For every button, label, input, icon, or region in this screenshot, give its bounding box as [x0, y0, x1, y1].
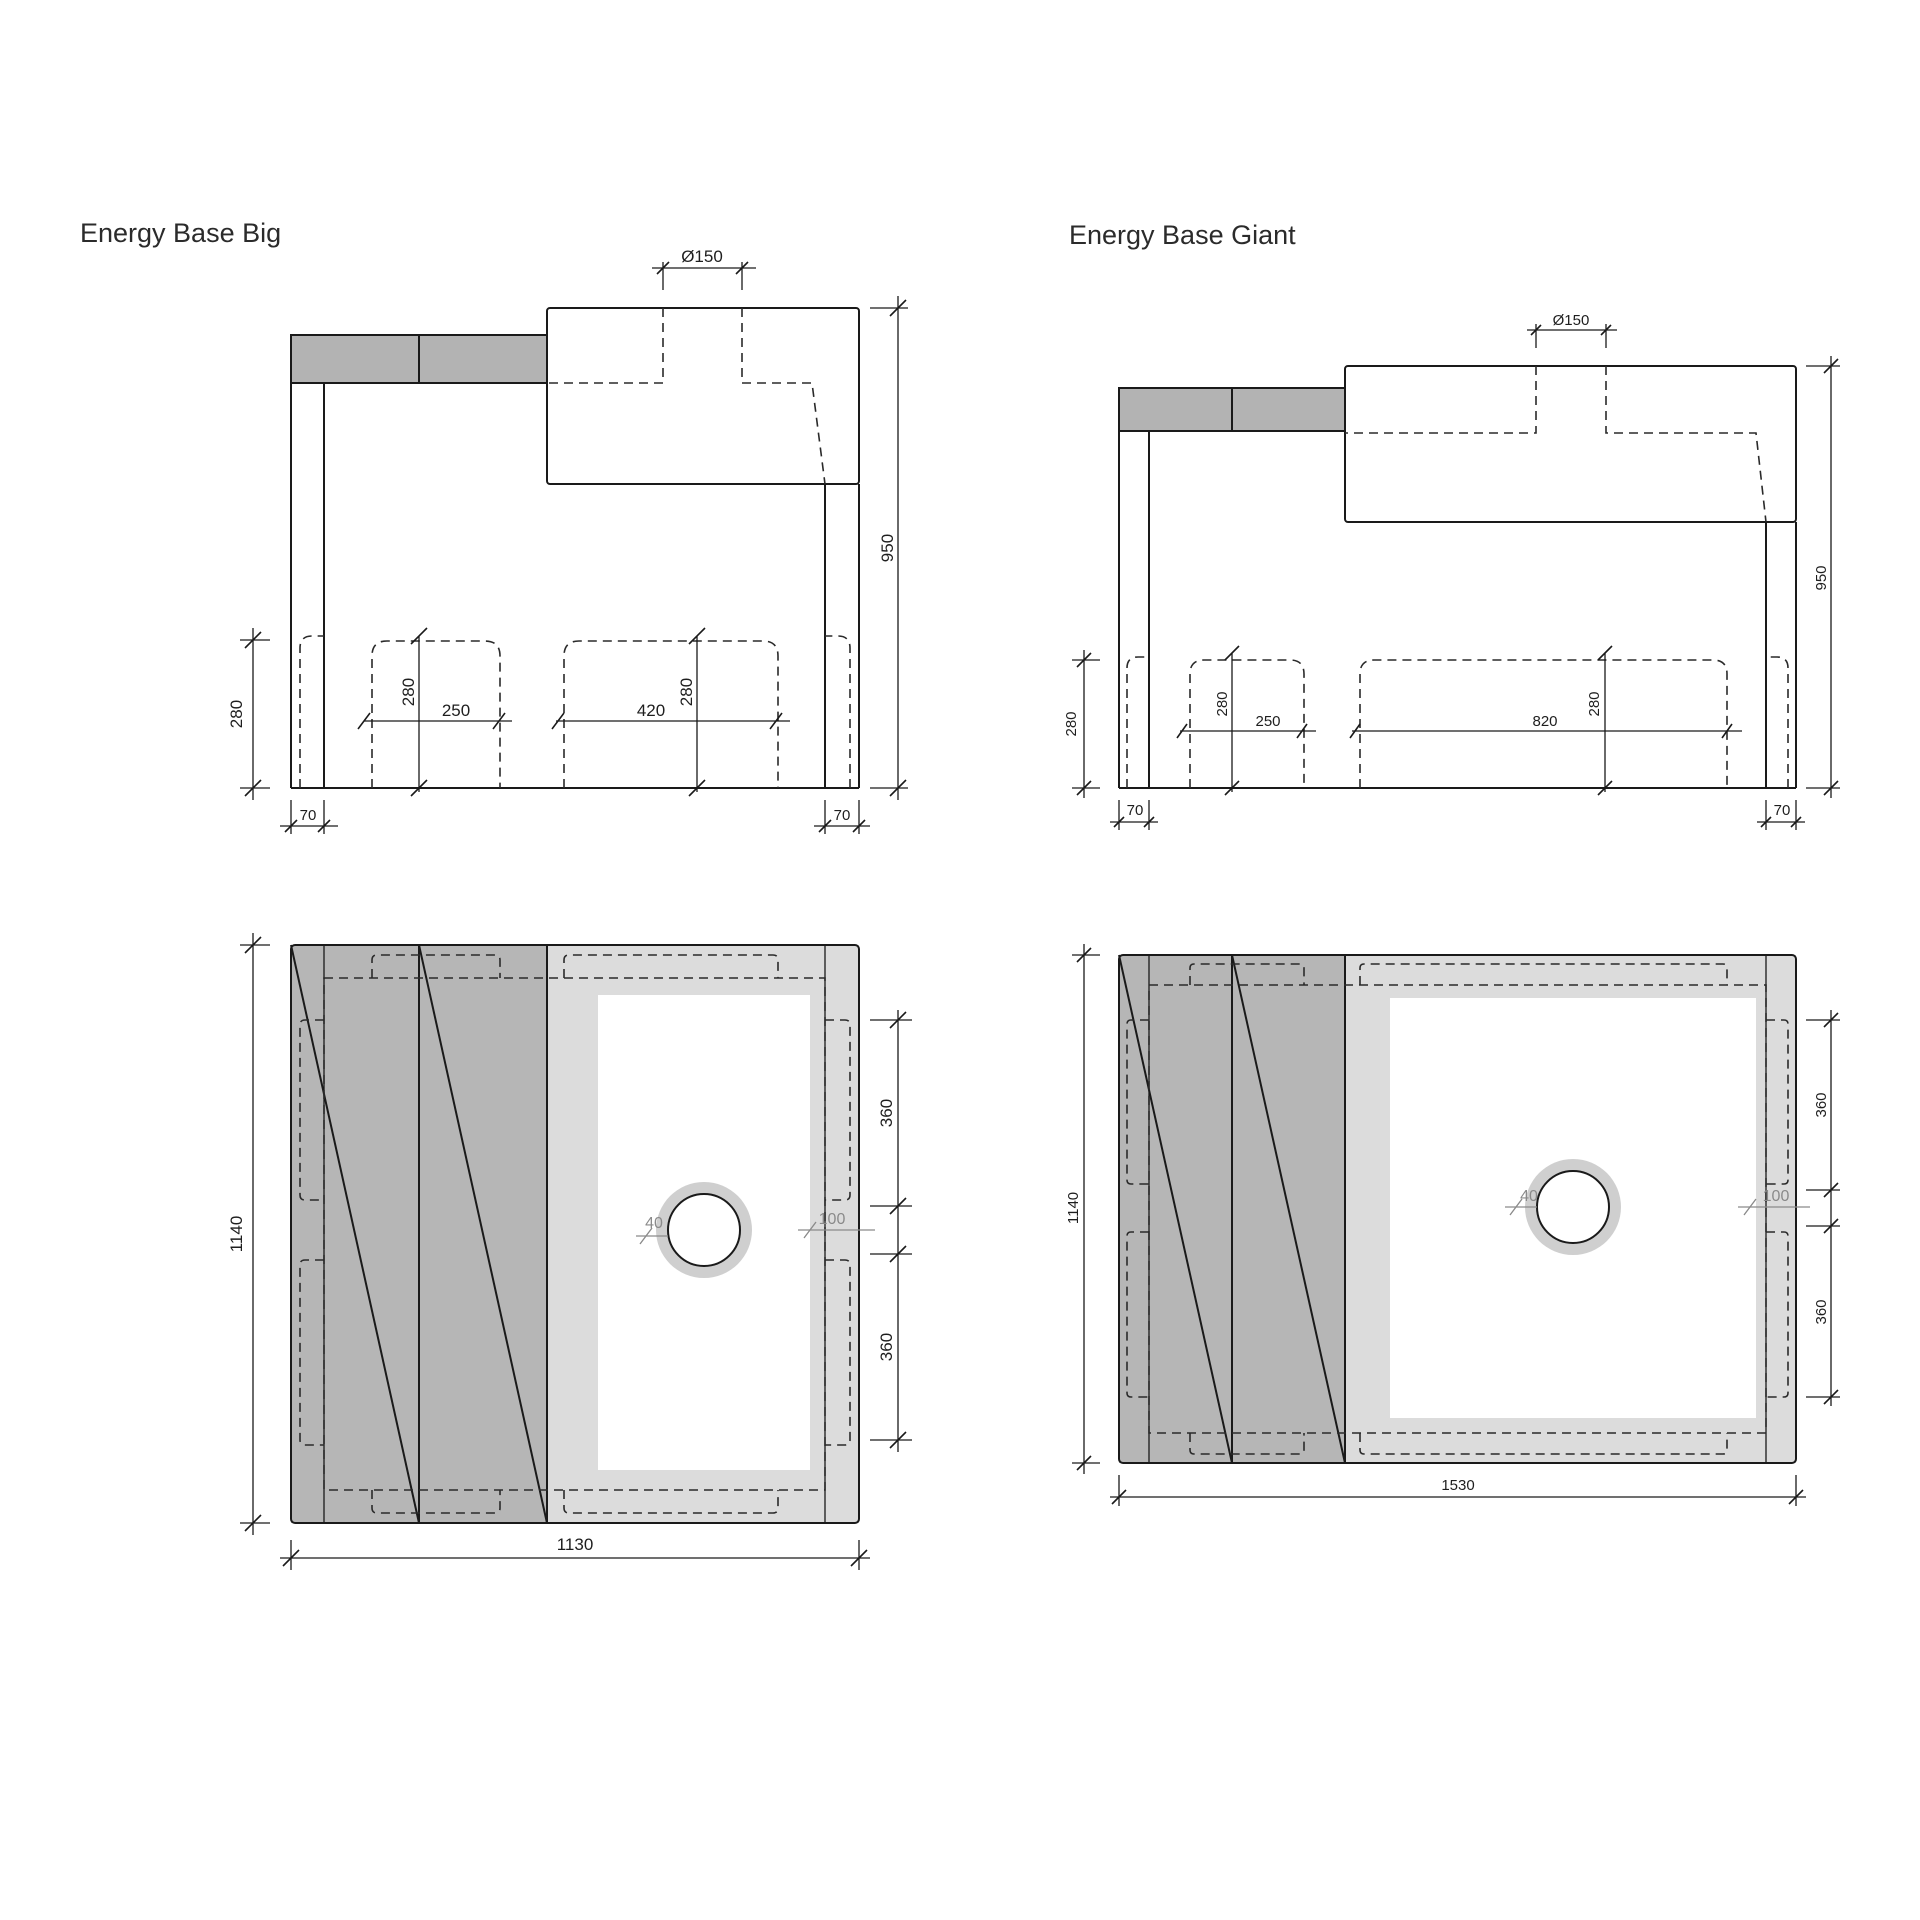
big-top-block-1 [290, 334, 420, 384]
big-side-right-label: 70 [834, 807, 851, 824]
giant-hole-right-label: 100 [1763, 1188, 1790, 1205]
big-plan-view: 40 100 1140 1130 360 360 [227, 933, 912, 1570]
giant-height-label: 950 [1813, 565, 1830, 590]
giant-flue-label: Ø150 [1553, 312, 1590, 329]
giant-top-block-1 [1118, 387, 1233, 432]
giant-side-right-label: 70 [1774, 802, 1791, 819]
giant-inner-h1-label: 280 [1214, 691, 1231, 716]
giant-inner-h2-label: 280 [1586, 691, 1603, 716]
giant-depth-label: 1140 [1065, 1192, 1082, 1224]
giant-firebox [1344, 365, 1797, 523]
big-burner-hole [667, 1193, 741, 1267]
giant-upper-label: 360 [1813, 1092, 1830, 1117]
giant-lower-label: 360 [1813, 1299, 1830, 1324]
big-w1-label: 250 [442, 701, 470, 720]
big-inner-h1-label: 280 [399, 678, 418, 706]
big-width-label: 1130 [557, 1535, 594, 1554]
big-firebox [546, 307, 860, 485]
giant-front-elevation: 250 280 820 280 Ø150 950 280 70 [1063, 312, 1840, 830]
giant-burner-hole [1536, 1170, 1610, 1244]
giant-w1-label: 250 [1255, 713, 1280, 730]
giant-title: Energy Base Giant [1069, 220, 1296, 250]
giant-top-block-2 [1231, 387, 1346, 432]
big-hole-left-label: 40 [645, 1215, 663, 1232]
big-left-height-label: 280 [227, 700, 246, 728]
giant-hole-left-label: 40 [1520, 1188, 1538, 1205]
giant-w2-label: 820 [1532, 713, 1557, 730]
big-hole-right-label: 100 [819, 1211, 846, 1228]
big-inner-h2-label: 280 [677, 678, 696, 706]
big-depth-label: 1140 [227, 1216, 246, 1253]
big-front-elevation: 250 280 420 280 Ø150 950 280 [227, 247, 908, 834]
big-title: Energy Base Big [80, 218, 281, 248]
giant-width-label: 1530 [1441, 1477, 1474, 1494]
big-top-block-2 [418, 334, 548, 384]
giant-left-height-label: 280 [1063, 711, 1080, 736]
big-flue-label: Ø150 [681, 247, 723, 266]
giant-plan-view: 40 100 1140 1530 360 360 [1065, 944, 1840, 1506]
giant-side-left-label: 70 [1127, 802, 1144, 819]
big-side-left-label: 70 [300, 807, 317, 824]
big-lower-label: 360 [877, 1333, 896, 1361]
big-upper-label: 360 [877, 1099, 896, 1127]
big-w2-label: 420 [637, 701, 665, 720]
big-height-label: 950 [878, 534, 897, 562]
